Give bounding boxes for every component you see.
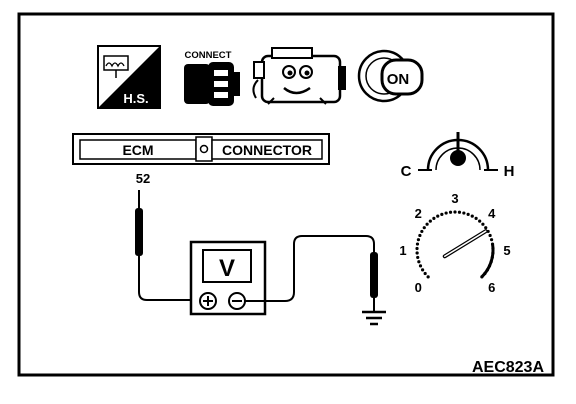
connect-label: CONNECT <box>185 50 232 61</box>
dial-dot <box>415 251 419 255</box>
ignition-on-label: ON <box>387 71 410 88</box>
dial-dot <box>453 210 457 214</box>
dial-dot <box>425 222 429 226</box>
tacho-tick-label: 4 <box>488 206 496 221</box>
dial-dot <box>422 226 426 230</box>
tacho-tick-label: 3 <box>451 191 458 206</box>
dial-dot <box>415 242 420 246</box>
ignition-on-icon: ON <box>357 49 424 103</box>
temperature-gauge: C H <box>401 132 515 180</box>
dial-dot <box>444 211 448 215</box>
tacho-tick-label: 6 <box>488 280 495 295</box>
dial-dot <box>418 264 423 268</box>
figure-code: AEC823A <box>472 359 544 376</box>
dial-dot <box>416 255 420 260</box>
cold-label: C <box>401 163 412 180</box>
voltmeter-symbol: V <box>219 255 235 282</box>
connector-label: CONNECTOR <box>222 142 312 158</box>
hot-soak-icon: H.S. <box>97 45 161 109</box>
dial-dot <box>457 210 462 214</box>
tacho-tick-label: 1 <box>399 243 406 258</box>
dial-dot <box>432 216 436 221</box>
dial-dot <box>428 219 432 223</box>
dial-dot <box>420 268 425 272</box>
dial-dot <box>415 246 419 251</box>
connect-icon: CONNECT <box>184 50 240 106</box>
dial-dot <box>436 214 440 218</box>
dial-dot <box>478 219 482 223</box>
dial-dot <box>488 233 492 238</box>
dial-dot <box>417 260 421 264</box>
tacho-tick-label: 0 <box>415 280 422 295</box>
negative-probe <box>245 235 378 312</box>
hs-label: H.S. <box>123 91 148 106</box>
redline-arc <box>480 243 495 278</box>
dial-dot <box>416 238 421 242</box>
tacho-needle-highlight <box>444 230 487 258</box>
dial-dot <box>489 238 494 242</box>
ecm-label: ECM <box>122 142 153 158</box>
ground-icon <box>362 310 386 326</box>
dial-dot <box>448 210 453 214</box>
dial-dot <box>481 222 485 226</box>
dial-dot <box>474 216 478 221</box>
positive-probe <box>135 190 196 301</box>
figure-frame <box>17 12 555 377</box>
dial-dot <box>423 271 427 276</box>
dial-dot <box>420 229 424 234</box>
engine-running-icon <box>252 47 346 105</box>
voltmeter: V <box>189 240 267 316</box>
dial-dot <box>426 275 430 279</box>
ecm-connector: ECM CONNECTOR 52 <box>72 133 330 186</box>
tachometer: 0 1 2 3 4 5 6 <box>399 191 510 295</box>
dial-dot <box>418 233 422 238</box>
dial-dot <box>484 226 488 230</box>
dial-dot <box>462 211 466 215</box>
terminal-number: 52 <box>136 171 150 186</box>
dial-dot <box>470 214 474 218</box>
tacho-tick-label: 5 <box>503 243 510 258</box>
dial-dot <box>466 212 470 216</box>
hot-label: H <box>504 163 515 180</box>
tacho-tick-label: 2 <box>415 206 422 221</box>
dial-dot <box>440 212 444 216</box>
